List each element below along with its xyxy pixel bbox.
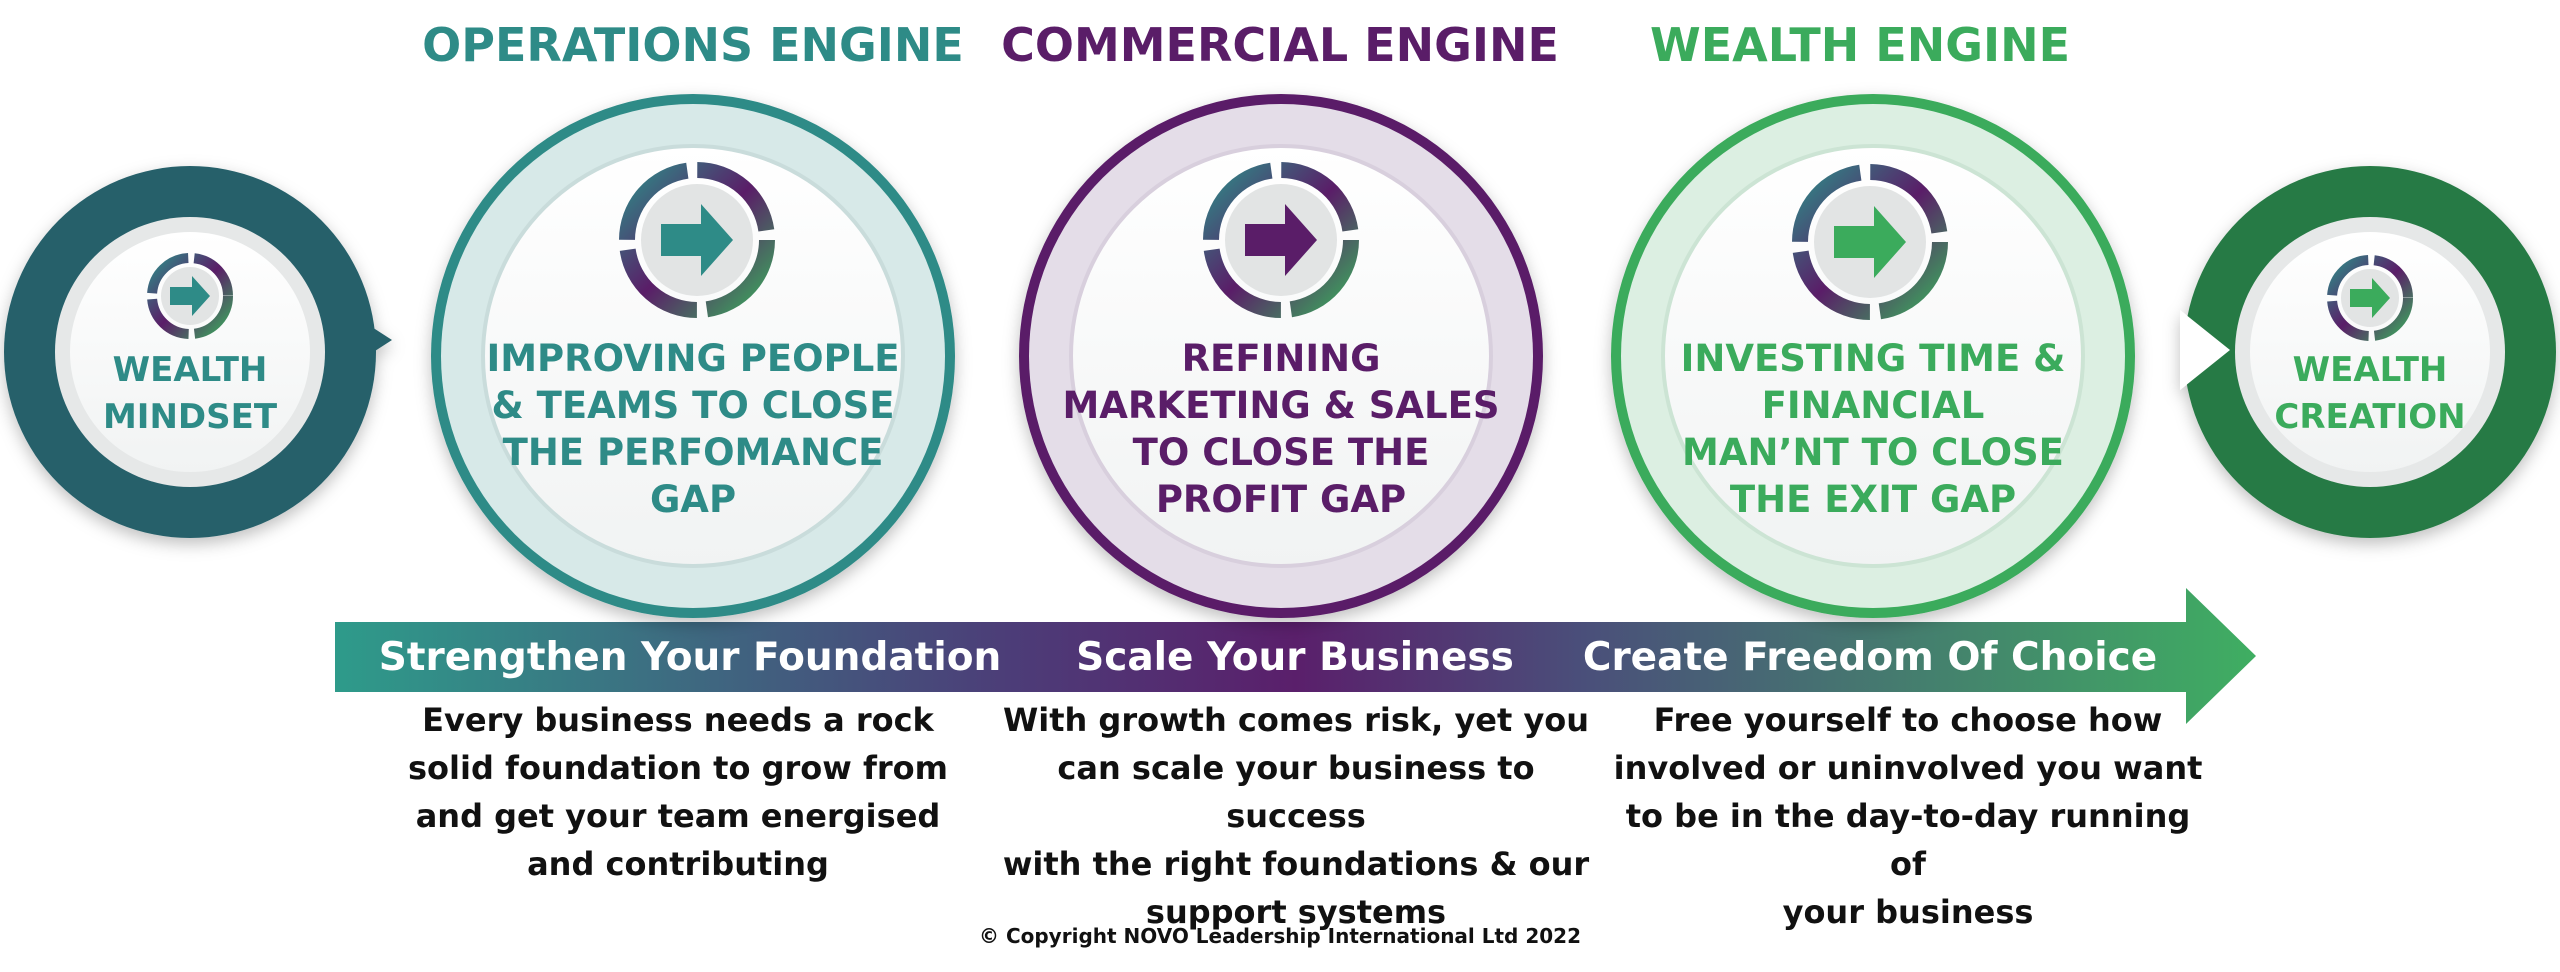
description-line: to be in the day-to-day running of bbox=[1625, 797, 2191, 883]
start-node-line: WEALTH bbox=[112, 350, 268, 390]
arrow-label-scale: Scale Your Business bbox=[1076, 635, 1514, 680]
end-node-wealth-creation bbox=[2180, 166, 2556, 538]
engine-text-wealth: INVESTING TIME & FINANCIAL MAN’NT TO CLO… bbox=[1650, 335, 2096, 523]
description-line: can scale your business to success bbox=[1057, 749, 1535, 835]
description-line: Every business needs a rock bbox=[422, 701, 934, 739]
engine-title-wealth: WEALTH ENGINE bbox=[1649, 18, 2071, 72]
arrow-label-freedom: Create Freedom Of Choice bbox=[1582, 635, 2158, 680]
engine-text-operations: IMPROVING PEOPLE & TEAMS TO CLOSE THE PE… bbox=[473, 335, 913, 523]
arrow-label-foundation: Strengthen Your Foundation bbox=[378, 635, 1002, 680]
description-line: With growth comes risk, yet you bbox=[1002, 701, 1590, 739]
description-line: involved or uninvolved you want bbox=[1613, 749, 2203, 787]
end-node-text: WEALTH CREATION bbox=[2250, 347, 2490, 441]
engine-text-line: FINANCIAL bbox=[1761, 384, 1985, 427]
description-freedom: Free yourself to choose how involved or … bbox=[1608, 696, 2208, 936]
arrow-right-icon bbox=[147, 253, 233, 339]
engine-text-line: PROFIT GAP bbox=[1155, 478, 1407, 521]
engine-text-line: GAP bbox=[649, 478, 737, 521]
engine-text-line: THE PERFOMANCE bbox=[502, 431, 884, 474]
description-line: your business bbox=[1782, 893, 2034, 931]
start-node-line: MINDSET bbox=[102, 397, 278, 437]
engine-title-operations: OPERATIONS ENGINE bbox=[422, 18, 964, 72]
engine-text-line: MAN’NT TO CLOSE bbox=[1682, 431, 2064, 474]
description-foundation: Every business needs a rock solid founda… bbox=[378, 696, 978, 888]
description-line: support systems bbox=[1145, 893, 1447, 931]
engine-circle-operations bbox=[431, 94, 955, 618]
engine-text-commercial: REFINING MARKETING & SALES TO CLOSE THE … bbox=[1056, 335, 1506, 523]
description-line: Free yourself to choose how bbox=[1653, 701, 2163, 739]
engine-text-line: & TEAMS TO CLOSE bbox=[491, 384, 895, 427]
arrow-right-icon bbox=[2327, 255, 2413, 341]
progress-arrow bbox=[335, 588, 2256, 724]
engine-text-line: INVESTING TIME & bbox=[1680, 337, 2066, 380]
description-line: solid foundation to grow from bbox=[408, 749, 948, 787]
engine-text-line: THE EXIT GAP bbox=[1729, 478, 2017, 521]
description-line: and get your team energised bbox=[415, 797, 941, 835]
end-node-line: CREATION bbox=[2274, 397, 2466, 437]
engine-text-line: IMPROVING PEOPLE bbox=[486, 337, 900, 380]
engine-circle-commercial bbox=[1019, 94, 1543, 618]
end-node-line: WEALTH bbox=[2292, 350, 2448, 390]
arrow-right-icon bbox=[619, 162, 775, 318]
start-node-wealth-mindset bbox=[4, 166, 392, 538]
start-node-text: WEALTH MINDSET bbox=[70, 347, 310, 441]
description-line: and contributing bbox=[527, 845, 829, 883]
engine-title-commercial: COMMERCIAL ENGINE bbox=[1001, 18, 1559, 72]
copyright-notice: © Copyright NOVO Leadership Internationa… bbox=[978, 924, 1581, 948]
engine-text-line: TO CLOSE THE bbox=[1132, 431, 1430, 474]
engine-text-line: MARKETING & SALES bbox=[1062, 384, 1500, 427]
description-line: with the right foundations & our bbox=[1002, 845, 1590, 883]
engine-text-line: REFINING bbox=[1181, 337, 1381, 380]
description-scale: With growth comes risk, yet you can scal… bbox=[996, 696, 1596, 936]
arrow-right-icon bbox=[1792, 164, 1948, 320]
engine-circle-wealth bbox=[1611, 94, 2135, 618]
arrow-right-icon bbox=[1203, 162, 1359, 318]
